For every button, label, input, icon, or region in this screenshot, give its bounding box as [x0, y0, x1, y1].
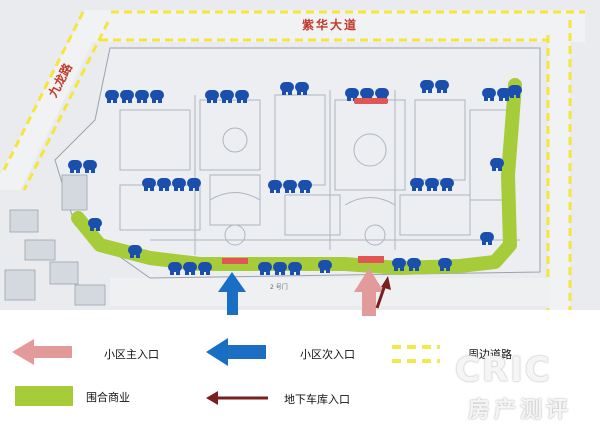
legend-commercial-swatch [15, 386, 73, 406]
legend-main-entrance-swatch [12, 339, 72, 365]
surrounding-blocks [4, 174, 106, 306]
building [280, 82, 309, 95]
building [410, 178, 454, 191]
legend-perimeter-road-label: 周边道路 [468, 348, 512, 361]
residential-buildings [68, 80, 522, 275]
building [318, 260, 332, 273]
main-gate-bar-right [358, 256, 384, 263]
building [105, 90, 164, 103]
map-secondary-entrance-arrow [218, 272, 246, 315]
site-boundary [54, 47, 541, 279]
legend-secondary-entrance-label: 小区次入口 [300, 348, 355, 361]
legend-commercial-label: 围合商业 [86, 391, 130, 404]
building [68, 160, 97, 173]
map-main-entrance-arrow [354, 268, 384, 316]
main-gate-bar-left [222, 258, 248, 264]
building [482, 88, 511, 101]
building [345, 88, 389, 101]
legend-main-entrance-label: 小区主入口 [104, 348, 159, 361]
right-road [546, 20, 572, 310]
building [420, 80, 449, 93]
building [268, 180, 312, 193]
building [205, 90, 249, 103]
building [508, 85, 522, 98]
map-garage-entrance-arrow [375, 276, 391, 309]
building [128, 245, 142, 258]
building [88, 218, 102, 231]
watermark-subtitle: 房产测评 [468, 398, 573, 423]
top-red-bar [354, 98, 388, 104]
building [168, 262, 212, 275]
map-gate-label: 2 号门 [270, 284, 288, 291]
top-road-label: 紫华大道 [302, 18, 359, 32]
building [392, 258, 421, 271]
building [438, 258, 452, 271]
legend-garage-entrance-label: 地下车库入口 [284, 393, 350, 406]
left-road [0, 10, 110, 191]
legend-garage-entrance-swatch [206, 391, 268, 405]
building [142, 178, 201, 191]
legend-perimeter-road-swatch [392, 345, 440, 363]
building [258, 262, 302, 275]
building [480, 232, 494, 245]
bottom-road [110, 278, 550, 306]
top-road [85, 10, 585, 42]
building [490, 158, 504, 171]
watermark-cric: CRIC [455, 350, 552, 390]
legend-secondary-entrance-swatch [206, 338, 266, 366]
